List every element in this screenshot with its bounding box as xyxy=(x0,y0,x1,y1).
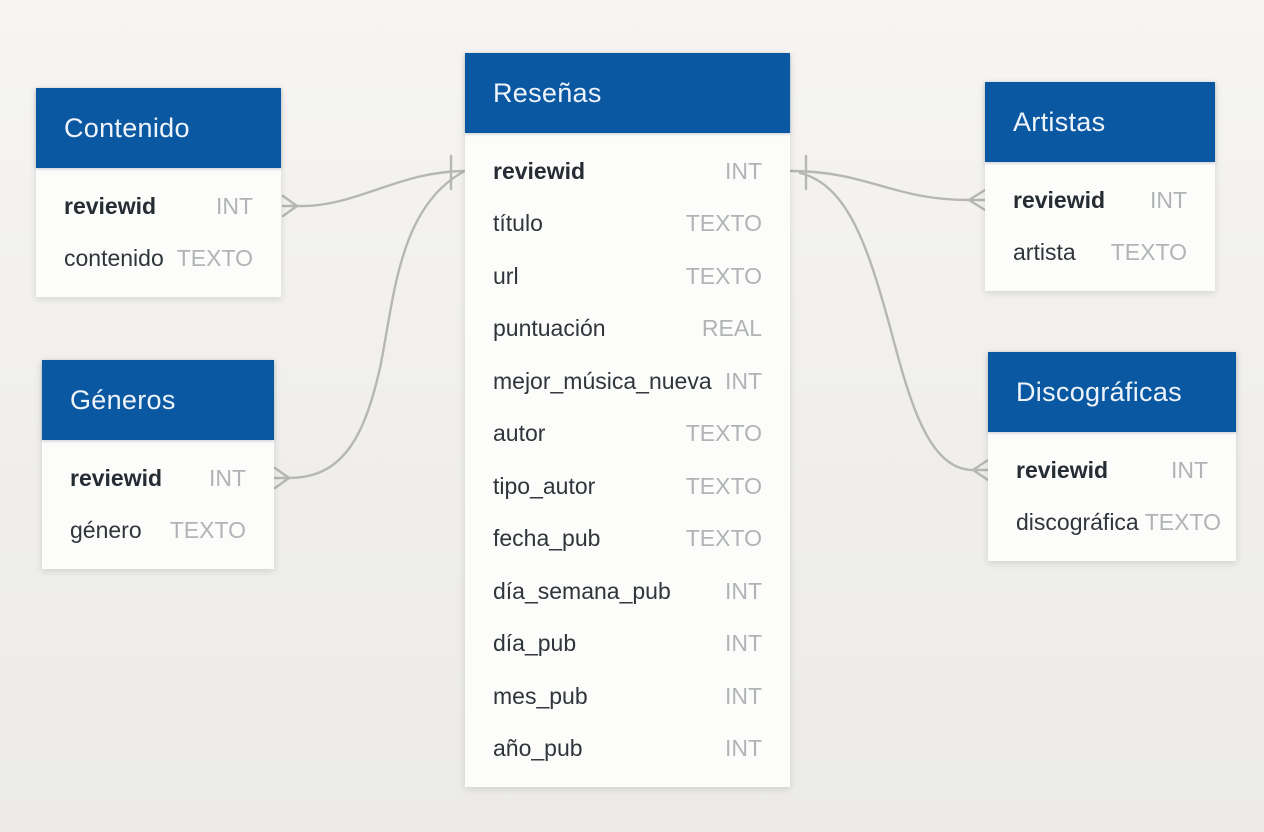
field-row-contenido: contenido TEXTO xyxy=(36,233,281,286)
field-name: reviewid xyxy=(493,157,586,184)
field-type: INT xyxy=(215,192,253,219)
field-name: reviewid xyxy=(1016,456,1109,483)
connector-line xyxy=(287,170,465,480)
field-row-reviewid: reviewid INT xyxy=(465,145,790,198)
field-name: reviewid xyxy=(70,464,163,491)
connector-resenas-generos xyxy=(273,170,465,490)
table-fields: reviewid INT contenido TEXTO xyxy=(36,168,281,297)
field-type: INT xyxy=(724,367,762,394)
field-row-fecha-pub: fecha_pub TEXTO xyxy=(465,513,790,566)
table-fields: reviewid INT género TEXTO xyxy=(42,440,274,569)
field-name: tipo_autor xyxy=(493,472,596,499)
field-row-genero: género TEXTO xyxy=(42,505,274,558)
field-type: TEXTO xyxy=(685,420,762,447)
field-name: puntuación xyxy=(493,315,606,342)
field-type: TEXTO xyxy=(176,245,253,272)
field-name: fecha_pub xyxy=(493,525,601,552)
table-generos[interactable]: Géneros reviewid INT género TEXTO xyxy=(42,360,274,569)
field-name: año_pub xyxy=(493,735,583,762)
field-row-dia-pub: día_pub INT xyxy=(465,618,790,671)
connector-line xyxy=(295,169,467,208)
field-name: género xyxy=(70,517,142,544)
table-header-contenido[interactable]: Contenido xyxy=(36,88,281,168)
crow-foot-icon xyxy=(273,466,291,490)
table-fields: reviewid INT título TEXTO url TEXTO punt… xyxy=(465,133,790,787)
field-type: TEXTO xyxy=(169,517,246,544)
field-name: url xyxy=(493,262,519,289)
connector-resenas-contenido xyxy=(281,154,467,218)
field-name: día_semana_pub xyxy=(493,577,671,604)
field-type: TEXTO xyxy=(1144,509,1221,536)
field-row-reviewid: reviewid INT xyxy=(36,180,281,233)
field-name: título xyxy=(493,210,543,237)
field-name: mes_pub xyxy=(493,682,588,709)
field-type: TEXTO xyxy=(685,472,762,499)
table-header-resenas[interactable]: Reseñas xyxy=(465,53,790,133)
table-title: Contenido xyxy=(64,112,190,143)
field-type: INT xyxy=(724,735,762,762)
field-row-discografica: discográfica TEXTO xyxy=(988,497,1236,550)
field-row-reviewid: reviewid INT xyxy=(42,452,274,505)
crow-foot-icon xyxy=(967,188,987,212)
table-artistas[interactable]: Artistas reviewid INT artista TEXTO xyxy=(985,82,1215,291)
table-resenas[interactable]: Reseñas reviewid INT título TEXTO url TE… xyxy=(465,53,790,787)
field-row-autor: autor TEXTO xyxy=(465,408,790,461)
field-row-mejor-musica-nueva: mejor_música_nueva INT xyxy=(465,355,790,408)
table-header-discograficas[interactable]: Discográficas xyxy=(988,352,1236,432)
field-row-mes-pub: mes_pub INT xyxy=(465,670,790,723)
field-row-tipo-autor: tipo_autor TEXTO xyxy=(465,460,790,513)
field-name: reviewid xyxy=(64,192,157,219)
field-row-reviewid: reviewid INT xyxy=(988,444,1236,497)
field-type: INT xyxy=(724,682,762,709)
field-row-reviewid: reviewid INT xyxy=(985,174,1215,227)
field-row-puntuacion: puntuación REAL xyxy=(465,303,790,356)
table-title: Artistas xyxy=(1013,106,1106,137)
field-type: INT xyxy=(724,157,762,184)
table-contenido[interactable]: Contenido reviewid INT contenido TEXTO xyxy=(36,88,281,297)
table-title: Reseñas xyxy=(493,77,602,108)
field-row-url: url TEXTO xyxy=(465,250,790,303)
field-type: TEXTO xyxy=(685,210,762,237)
connector-resenas-artistas xyxy=(788,154,987,212)
field-row-artista: artista TEXTO xyxy=(985,227,1215,280)
table-title: Géneros xyxy=(70,384,176,415)
field-name: reviewid xyxy=(1013,186,1106,213)
field-type: INT xyxy=(208,464,246,491)
field-row-dia-semana-pub: día_semana_pub INT xyxy=(465,565,790,618)
field-type: INT xyxy=(724,577,762,604)
field-type: INT xyxy=(1170,456,1208,483)
table-fields: reviewid INT discográfica TEXTO xyxy=(988,432,1236,561)
field-name: autor xyxy=(493,420,546,447)
field-name: contenido xyxy=(64,245,164,272)
field-type: REAL xyxy=(701,315,762,342)
crow-foot-icon xyxy=(971,458,990,482)
field-name: día_pub xyxy=(493,630,577,657)
field-type: INT xyxy=(1149,186,1187,213)
field-type: TEXTO xyxy=(1110,239,1187,266)
field-name: artista xyxy=(1013,239,1076,266)
field-row-titulo: título TEXTO xyxy=(465,198,790,251)
field-name: mejor_música_nueva xyxy=(493,367,712,394)
field-row-ano-pub: año_pub INT xyxy=(465,723,790,776)
connector-line xyxy=(788,169,971,202)
table-fields: reviewid INT artista TEXTO xyxy=(985,162,1215,291)
field-type: INT xyxy=(724,630,762,657)
field-name: discográfica xyxy=(1016,509,1139,536)
field-type: TEXTO xyxy=(685,525,762,552)
field-type: TEXTO xyxy=(685,262,762,289)
table-header-generos[interactable]: Géneros xyxy=(42,360,274,440)
table-title: Discográficas xyxy=(1016,376,1182,407)
table-discograficas[interactable]: Discográficas reviewid INT discográfica … xyxy=(988,352,1236,561)
connector-resenas-discograficas xyxy=(798,171,990,482)
table-header-artistas[interactable]: Artistas xyxy=(985,82,1215,162)
crow-foot-icon xyxy=(281,194,299,218)
connector-line xyxy=(798,171,975,472)
